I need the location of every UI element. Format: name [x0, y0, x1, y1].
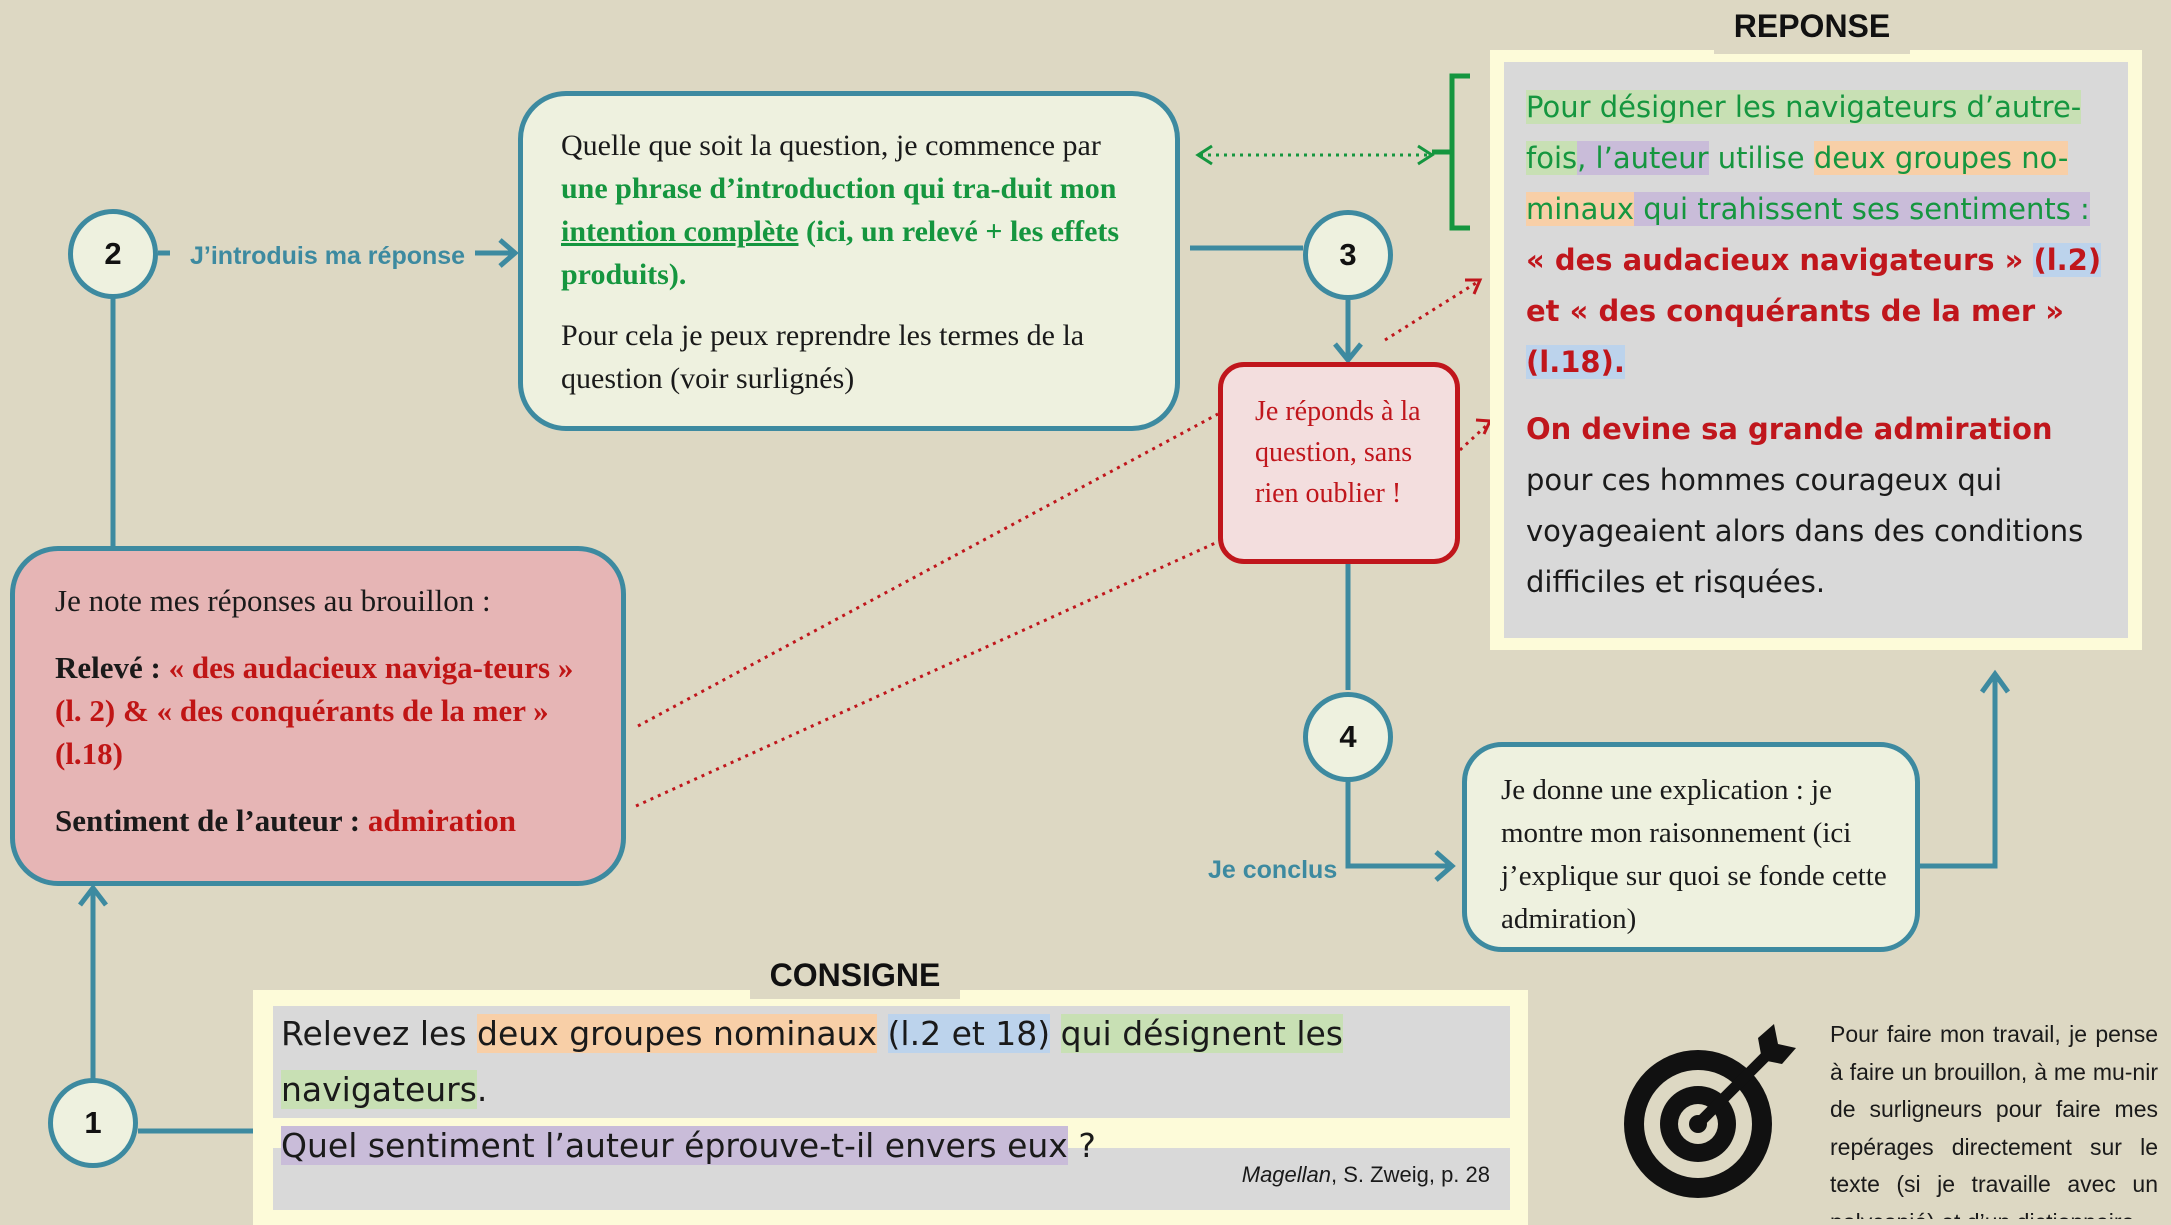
reponse-period: . [1613, 345, 1625, 379]
intro-note: Pour cela je peux reprendre les termes d… [561, 319, 1085, 395]
dotted-answer-to-reponse-2 [1458, 423, 1489, 452]
reponse-conclusion: On devine sa grande admiration pour ces … [1526, 404, 2108, 608]
reponse-title: REPONSE [1714, 4, 1910, 54]
arrowhead-red-1 [1465, 278, 1483, 295]
method-note-text: Pour faire mon travail, je pense à faire… [1830, 1021, 2158, 1219]
intro-text-3: intention complète [561, 215, 799, 248]
intro-box: Quelle que soit la question, je commence… [518, 91, 1180, 431]
reponse-intro: Pour désigner les navigateurs d’autre-fo… [1526, 82, 2108, 388]
source-rest: , S. Zweig, p. 28 [1331, 1162, 1490, 1187]
arrowhead-draft [78, 883, 108, 907]
consigne-space-1 [877, 1014, 888, 1053]
consigne-space-2 [1050, 1014, 1061, 1053]
arrowhead-answer [1333, 342, 1363, 364]
step-3-number: 3 [1339, 237, 1357, 272]
arrow-step4-to-explain [1345, 780, 1450, 869]
consigne-panel: Relevez les deux groupes nominaux (l.2 e… [253, 990, 1528, 1225]
reponse-quote-1: « des audacieux navigateurs » [1526, 243, 2034, 277]
target-icon [1624, 1024, 1796, 1198]
reponse-part-3: utilise [1708, 141, 1814, 175]
step-1-circle: 1 [48, 1078, 138, 1168]
consigne-part-4: (l.2 et 18) [887, 1014, 1051, 1053]
dotted-answer-to-reponse-1 [1384, 281, 1477, 342]
reponse-line-ref-2: (l.18) [1526, 345, 1614, 379]
dotted-draft-to-answer-1 [637, 412, 1219, 728]
method-note: Pour faire mon travail, je pense à faire… [1600, 1016, 2158, 1219]
label-conclude: Je conclus [1208, 856, 1338, 884]
consigne-question-mark: ? [1067, 1126, 1096, 1165]
draft-heading: Je note mes réponses au brouillon : [55, 583, 491, 618]
answer-text: Je réponds à la question, sans rien oubl… [1255, 396, 1421, 509]
explain-text: Je donne une explication : je montre mon… [1501, 774, 1887, 935]
arrow-explain-to-reponse [1920, 678, 1998, 869]
step-4-number: 4 [1339, 719, 1357, 754]
reponse-conclusion-lead: On devine sa grande admiration [1526, 412, 2053, 446]
green-bracket [1449, 73, 1470, 231]
step-1-number: 1 [84, 1105, 102, 1140]
releve-value: « des audacieux naviga-teurs » (l. 2) & … [55, 650, 574, 771]
arrowhead-explain [1434, 850, 1456, 882]
sentiment-label: Sentiment de l’auteur : [55, 803, 368, 838]
step-4-circle: 4 [1303, 692, 1393, 782]
reponse-conclusion-rest: pour ces hommes courageux qui voyageaien… [1526, 463, 2084, 599]
step-2-circle: 2 [68, 209, 158, 299]
reponse-part-2: , l’auteur [1577, 141, 1709, 175]
source-title: Magellan [1241, 1162, 1332, 1187]
step-3-circle: 3 [1303, 210, 1393, 300]
consigne-part-7: . [476, 1070, 488, 1109]
intro-text-2: une phrase d’introduction qui tra-duit m… [561, 172, 1117, 205]
consigne-question: Quel sentiment l’auteur éprouve-t-il env… [281, 1126, 1068, 1165]
consigne-text: Relevez les deux groupes nominaux (l.2 e… [273, 1006, 1510, 1165]
draft-box: Je note mes réponses au brouillon : Rele… [10, 546, 626, 886]
label-introduce: J’introduis ma réponse [190, 242, 466, 270]
reponse-text-area: Pour désigner les navigateurs d’autre-fo… [1504, 62, 2128, 638]
arrowhead-dotted-left [1195, 144, 1213, 166]
arrowhead-dotted-right [1417, 144, 1435, 166]
arrowhead-intro [498, 238, 519, 268]
draft-releve: Relevé : « des audacieux naviga-teurs » … [55, 646, 585, 775]
consigne-part-2: deux groupes nominaux [477, 1014, 878, 1053]
explain-box: Je donne une explication : je montre mon… [1462, 742, 1920, 952]
reponse-part-5: qui trahissent ses sentiments : [1634, 192, 2090, 226]
answer-box: Je réponds à la question, sans rien oubl… [1218, 362, 1460, 564]
sentiment-value: admiration [367, 803, 516, 838]
draft-sentiment: Sentiment de l’auteur : admiration [55, 799, 585, 842]
step-2-number: 2 [104, 236, 122, 271]
consigne-title: CONSIGNE [750, 953, 960, 999]
reponse-quote-2: et « des conquérants de la mer » [1526, 294, 2064, 328]
reponse-panel: Pour désigner les navigateurs d’autre-fo… [1490, 50, 2142, 650]
intro-text-4: (ici, un relevé + les effets produits). [561, 215, 1120, 291]
dotted-draft-to-answer-2 [635, 538, 1223, 808]
intro-text-1: Quelle que soit la question, je commence… [561, 129, 1101, 162]
releve-label: Relevé : [55, 650, 169, 685]
consigne-part-1: Relevez les [281, 1014, 478, 1053]
intro-paragraph: Quelle que soit la question, je commence… [561, 124, 1143, 296]
arrowhead-reponse [1979, 669, 2011, 694]
reponse-line-ref-1: (l.2) [2033, 243, 2102, 277]
